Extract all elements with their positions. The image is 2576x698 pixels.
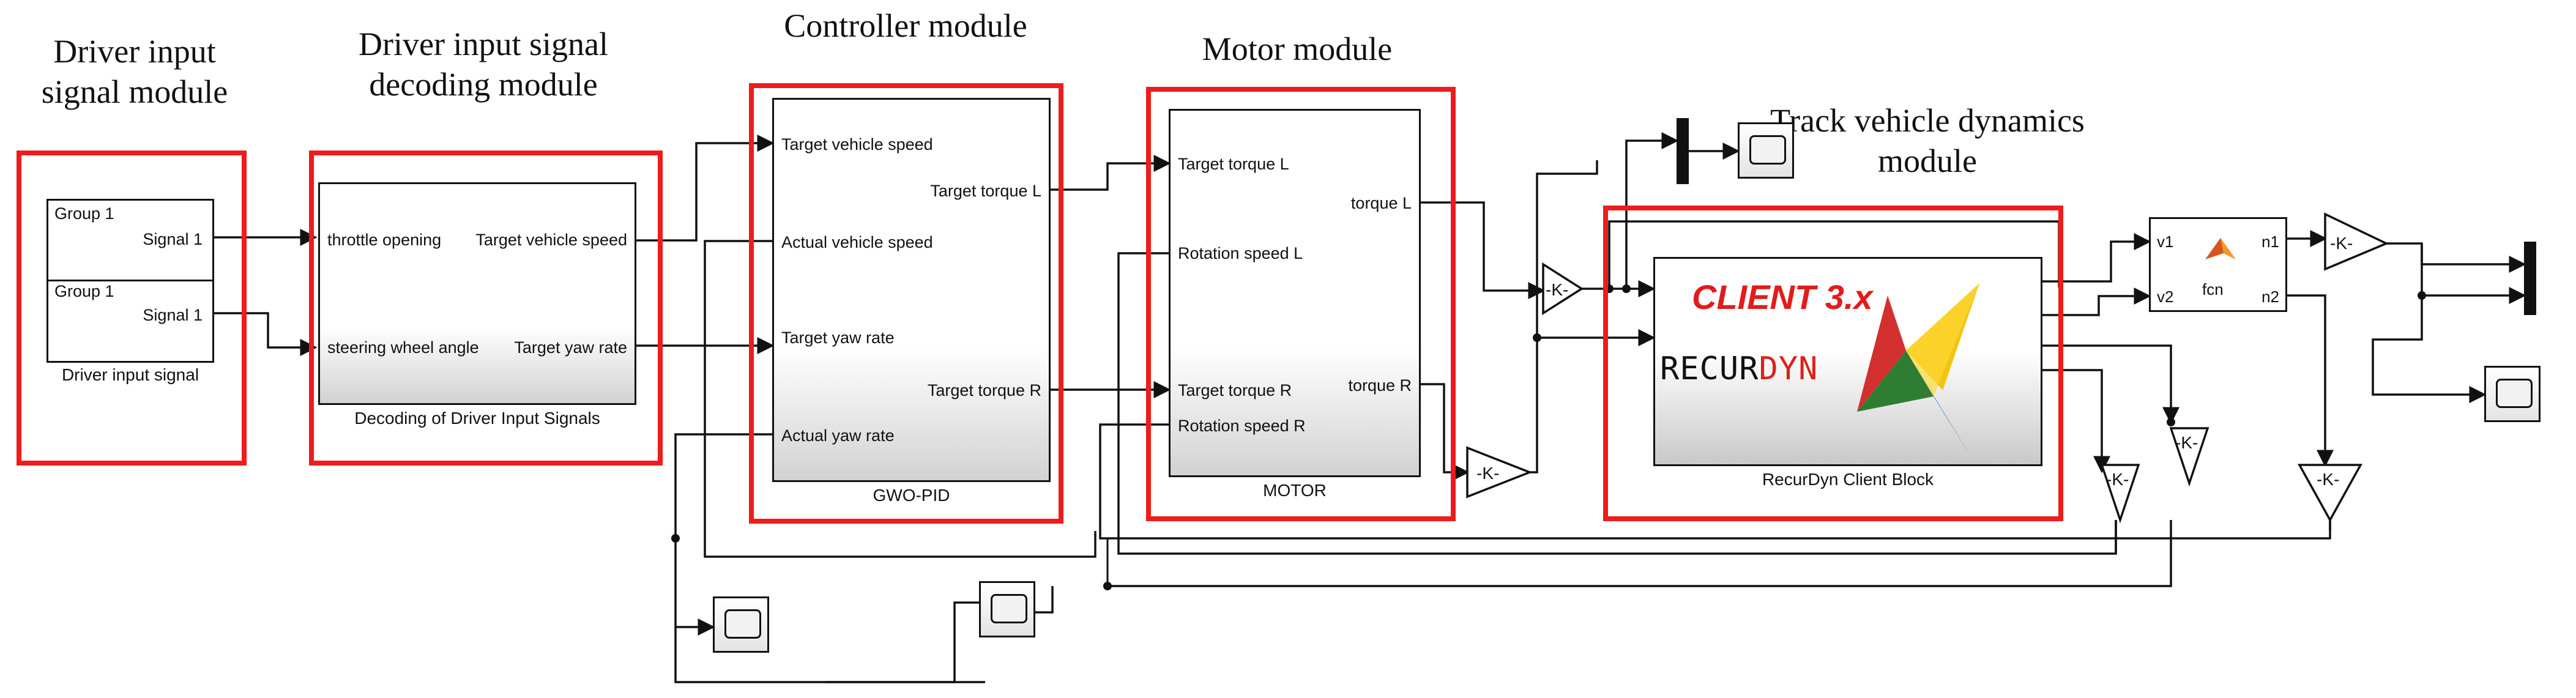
controller-block[interactable]: Target vehicle speed Actual vehicle spee…: [772, 98, 1051, 482]
recur-text: RECUR: [1660, 351, 1759, 387]
signal1-label: Signal 1: [143, 230, 203, 248]
port-n2: n2: [2261, 288, 2279, 306]
gain-n1-label: -K-: [2330, 234, 2353, 253]
group1-label: Group 1: [54, 204, 114, 223]
decoding-block-label: Decoding of Driver Input Signals: [354, 409, 600, 428]
scope-bottom-center[interactable]: [979, 581, 1035, 637]
fcn-name: fcn: [2202, 280, 2224, 299]
port-actual-yaw-rate: Actual yaw rate: [781, 426, 895, 445]
driver-input-block-label: Driver input signal: [61, 365, 199, 384]
highlight-driver-input: [17, 150, 247, 466]
client-version-text: CLIENT 3.x: [1692, 278, 1873, 316]
motor-block-label: MOTOR: [1263, 481, 1327, 500]
port-torque-l: torque L: [1350, 194, 1412, 212]
port-n1: n1: [2261, 232, 2279, 251]
group2-label: Group 1: [54, 282, 114, 300]
highlight-motor: [1146, 87, 1456, 521]
scope-top[interactable]: [1738, 122, 1794, 179]
highlight-decoding: [309, 150, 663, 466]
scope-right[interactable]: [2484, 366, 2541, 422]
port-v1: v1: [2157, 232, 2174, 251]
title-dynamics: Track vehicle dynamics module: [1770, 102, 2085, 179]
title-controller: Controller module: [784, 7, 1027, 44]
title-driver-input: Driver input signal module: [41, 33, 228, 110]
dyn-text: DYN: [1759, 351, 1818, 387]
controller-block-label: GWO-PID: [873, 486, 950, 505]
port-target-torque-l: Target torque L: [1178, 155, 1289, 173]
decoding-block[interactable]: throttle opening steering wheel angle Ta…: [318, 182, 636, 405]
port-target-yaw-rate: Target yaw rate: [514, 338, 627, 357]
port-rotation-speed-l: Rotation speed L: [1178, 244, 1303, 262]
port-steering-wheel-angle: steering wheel angle: [327, 338, 479, 357]
port-torque-r: torque R: [1348, 376, 1412, 395]
scope-bottom-left[interactable]: [713, 596, 769, 653]
recurdyn-client-block[interactable]: CLIENT 3.x RECURDYN: [1653, 257, 2042, 466]
port-target-torque-r: Target torque R: [927, 381, 1041, 399]
port-actual-vehicle-speed: Actual vehicle speed: [781, 233, 933, 251]
port-target-torque-l: Target torque L: [930, 182, 1041, 200]
gain-speed-r-label: -K-: [2175, 433, 2198, 452]
matlab-icon: [2205, 238, 2236, 259]
recurdyn-logo-text: RECURDYN: [1660, 351, 1818, 387]
highlight-controller: [749, 83, 1063, 524]
gain-yaw-label: -K-: [2317, 470, 2340, 489]
port-rotation-speed-r: Rotation speed R: [1178, 417, 1306, 435]
driver-input-block[interactable]: Group 1 Signal 1 Group 1 Signal 1: [47, 199, 214, 363]
title-decoding: Driver input signal decoding module: [359, 26, 608, 103]
motor-block[interactable]: Target torque L Rotation speed L Target …: [1169, 109, 1421, 477]
gain-speed-l-label: -K-: [2106, 470, 2129, 489]
recurdyn-star-icon: [1857, 283, 1979, 461]
port-target-yaw-rate: Target yaw rate: [781, 329, 895, 347]
highlight-dynamics: [1603, 206, 2063, 521]
port-target-vehicle-speed: Target vehicle speed: [781, 135, 933, 154]
gain-torque-r-label: -K-: [1476, 464, 1500, 483]
recurdyn-block-label: RecurDyn Client Block: [1762, 470, 1934, 489]
port-v2: v2: [2157, 288, 2174, 306]
fcn-block[interactable]: v1 v2 n1 n2 fcn: [2149, 217, 2287, 312]
title-motor: Motor module: [1202, 31, 1393, 67]
gain-torque-l-label: -K-: [1546, 280, 1569, 299]
signal2-label: Signal 1: [143, 306, 203, 324]
port-target-torque-r: Target torque R: [1178, 381, 1292, 399]
port-target-vehicle-speed: Target vehicle speed: [475, 231, 627, 249]
port-throttle-opening: throttle opening: [327, 231, 442, 249]
